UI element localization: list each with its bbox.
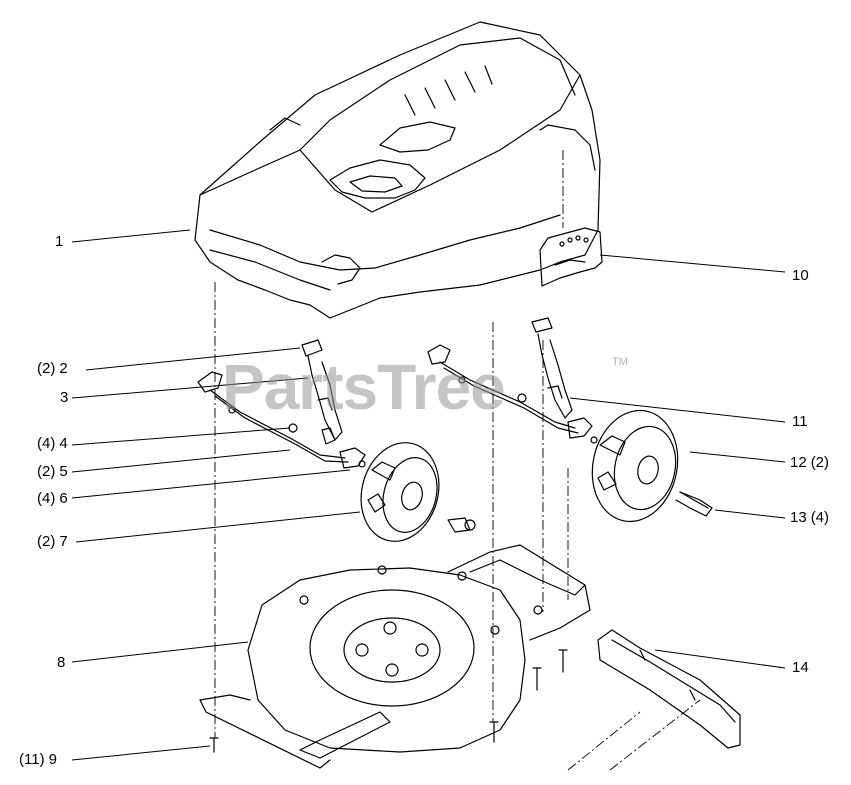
callout-2: (2)2	[37, 360, 68, 377]
screws	[209, 491, 709, 753]
callout-10: 10	[792, 267, 809, 284]
callout-8: 8	[57, 654, 66, 671]
callout-11: 11	[792, 413, 808, 430]
left-wheel	[358, 442, 476, 542]
housing-cover	[194, 21, 601, 319]
callout-13: 13(4)	[790, 509, 830, 526]
callout-5: (2)5	[37, 463, 68, 480]
side-rail	[597, 629, 741, 749]
callout-12: 12(2)	[790, 454, 830, 471]
callout-3: 3	[60, 389, 69, 406]
partstree-watermark: PartsTree	[222, 351, 506, 423]
callout-7: (2)7	[37, 533, 68, 550]
right-wheel	[590, 409, 713, 523]
trademark-mark: TM	[612, 356, 628, 368]
callout-1: 1	[55, 233, 64, 250]
mower-deck	[199, 544, 591, 769]
callout-9: (11)9	[19, 751, 57, 768]
left-height-adjuster	[301, 339, 343, 445]
callout-4: (4)4	[37, 435, 68, 452]
rear-flap-plate	[539, 227, 603, 287]
callout-14: 14	[792, 659, 809, 676]
left-axle	[197, 371, 366, 469]
right-height-adjuster	[531, 317, 573, 419]
right-axle	[427, 344, 593, 439]
callout-6: (4)6	[37, 490, 68, 507]
